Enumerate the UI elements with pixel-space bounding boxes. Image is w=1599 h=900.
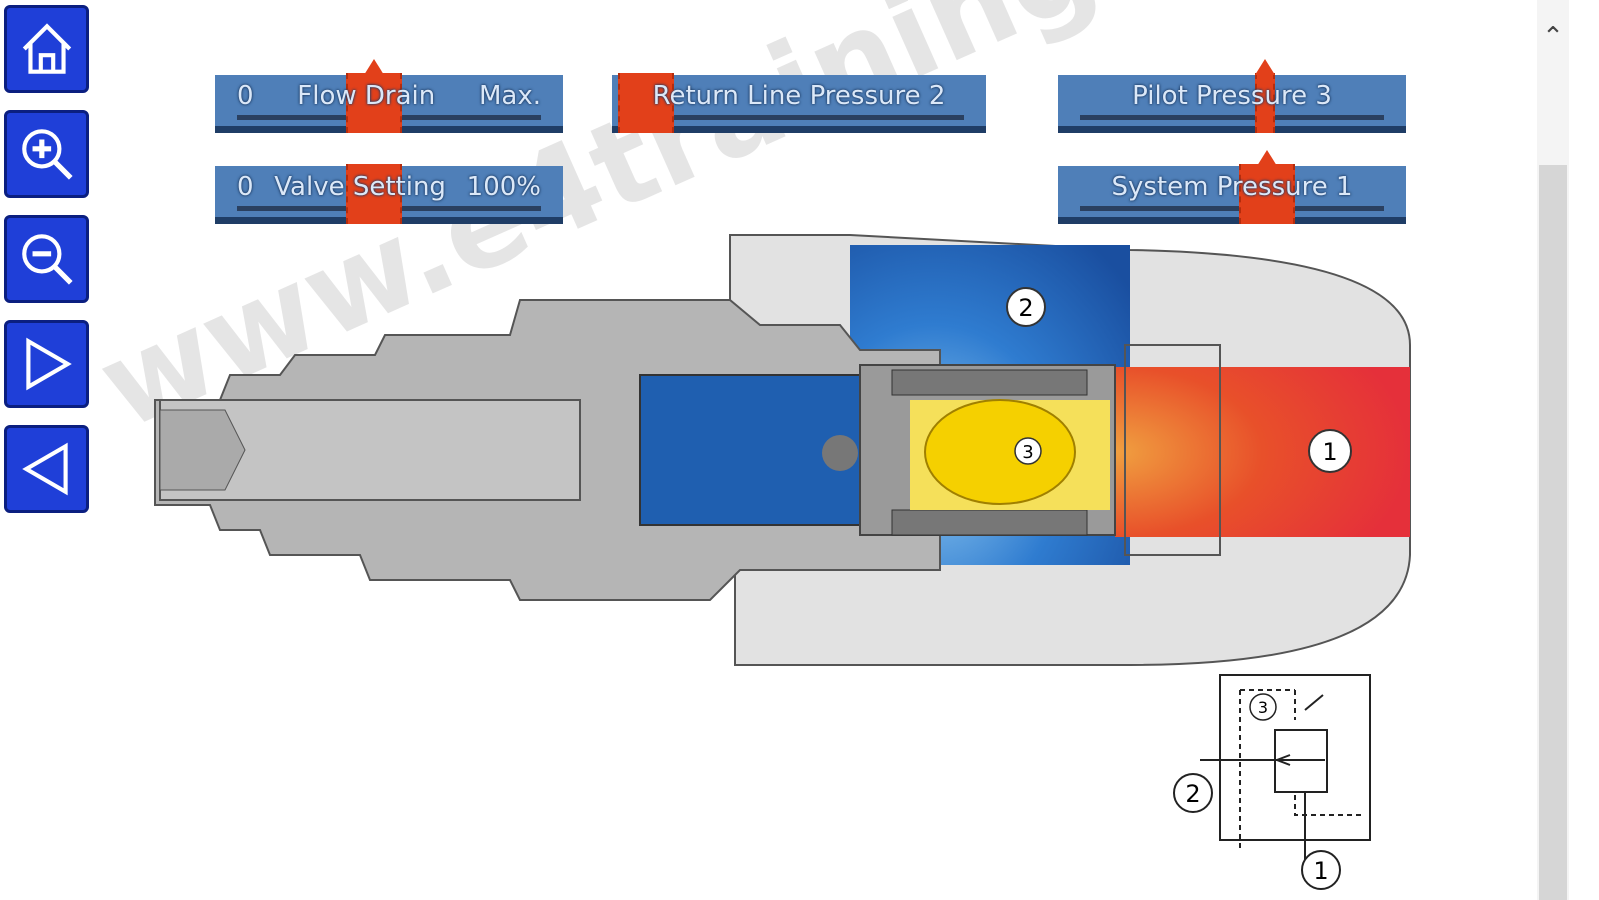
valve-cross-section: 2 3 1 — [154, 234, 1411, 666]
port-3-label: 3 — [1022, 442, 1033, 463]
zoom-in-button[interactable] — [4, 110, 89, 198]
port-2-label: 2 — [1018, 294, 1033, 322]
hydraulic-schematic-symbol: 3 2 1 — [1173, 674, 1371, 890]
slider-track — [1080, 206, 1384, 211]
system-pressure-slider[interactable]: System Pressure 1 — [1058, 150, 1406, 224]
spring-icon — [924, 399, 1076, 505]
pilot-pressure-slider[interactable]: Pilot Pressure 3 — [1058, 59, 1406, 133]
schema-port-3: 3 — [1258, 698, 1268, 717]
schema-port-1: 1 — [1313, 857, 1328, 885]
zoom-out-icon — [21, 234, 73, 285]
system-label: System Pressure 1 — [1111, 172, 1353, 202]
valve-max-label: 100% — [466, 172, 541, 202]
port-1-label: 1 — [1322, 438, 1337, 466]
play-forward-icon — [25, 337, 72, 391]
pilot-slider-thumb[interactable] — [1254, 59, 1275, 133]
next-button[interactable] — [4, 320, 89, 408]
vertical-scrollbar[interactable]: ⌃ — [1537, 0, 1569, 900]
system-fluid-chamber — [1115, 367, 1410, 537]
home-button[interactable] — [4, 5, 89, 93]
valve-slider-thumb[interactable] — [346, 164, 403, 224]
zoom-in-icon — [21, 129, 73, 180]
flow-min-label: 0 — [237, 81, 254, 111]
schema-port-2: 2 — [1185, 780, 1200, 808]
system-slider-thumb[interactable] — [1239, 150, 1296, 224]
return-label: Return Line Pressure 2 — [652, 81, 946, 111]
play-back-icon — [21, 442, 68, 496]
flow-max-label: Max. — [478, 81, 541, 111]
return-pressure-slider[interactable]: Return Line Pressure 2 — [612, 73, 986, 133]
previous-button[interactable] — [4, 425, 89, 513]
pilot-label: Pilot Pressure 3 — [1132, 81, 1332, 111]
valve-min-label: 0 — [237, 172, 254, 202]
return-slider-thumb[interactable] — [618, 73, 675, 133]
slider-track — [634, 115, 964, 120]
scrollbar-thumb[interactable] — [1539, 165, 1567, 900]
zoom-out-button[interactable] — [4, 215, 89, 303]
flow-slider-thumb[interactable] — [346, 59, 403, 133]
slider-track — [1080, 115, 1384, 120]
scroll-up-arrow-icon[interactable]: ⌃ — [1542, 22, 1564, 52]
home-icon — [22, 23, 71, 74]
